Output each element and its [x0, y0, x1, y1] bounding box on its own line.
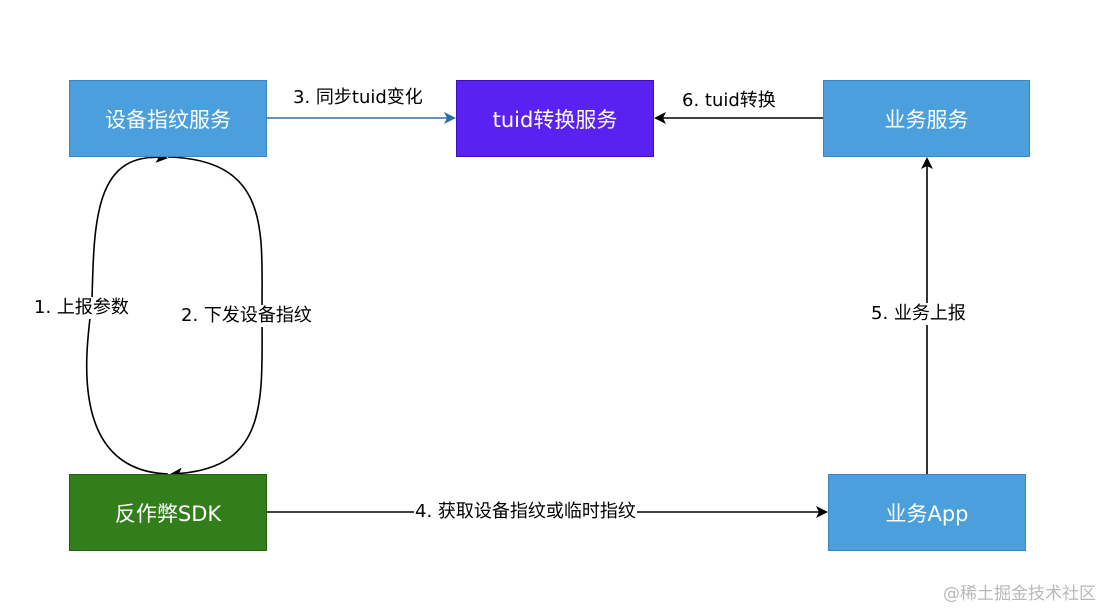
- edge-label-report-params: 1. 上报参数: [33, 297, 130, 319]
- edge-label-issue-fingerprint: 2. 下发设备指纹: [180, 305, 313, 327]
- node-business-service: 业务服务: [823, 80, 1030, 157]
- edge-label-tuid-convert: 6. tuid转换: [681, 90, 777, 112]
- edge-label-sync-tuid: 3. 同步tuid变化: [292, 87, 424, 109]
- edge-label-business-report: 5. 业务上报: [870, 303, 967, 325]
- node-business-app: 业务App: [828, 474, 1026, 551]
- node-anti-fraud-sdk: 反作弊SDK: [69, 474, 267, 551]
- watermark: @稀土掘金技术社区: [943, 584, 1096, 604]
- edge-label-get-fingerprint: 4. 获取设备指纹或临时指纹: [414, 501, 637, 523]
- node-tuid-conversion-service: tuid转换服务: [456, 80, 654, 157]
- node-device-fingerprint-service: 设备指纹服务: [69, 80, 267, 157]
